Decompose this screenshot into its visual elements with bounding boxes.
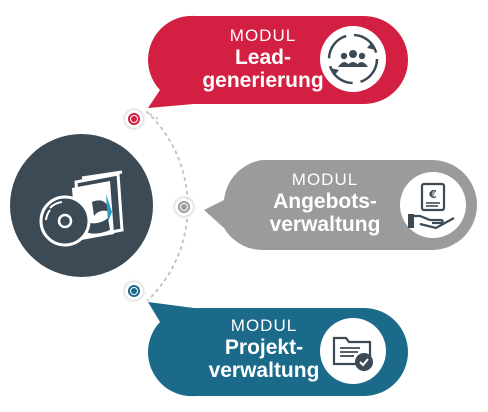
module-title-line2: generierung xyxy=(202,69,324,92)
connector-dot-blue xyxy=(125,282,143,300)
module-title-line1: Projekt- xyxy=(224,336,304,359)
module-tag: MODUL xyxy=(291,170,359,189)
connector-dot-grey xyxy=(175,198,193,216)
module-tag: MODUL xyxy=(230,316,298,335)
module-card-leadgenerierung[interactable]: MODUL Lead- generierung xyxy=(142,14,412,110)
project-folder-icon xyxy=(320,318,386,384)
team-cycle-icon xyxy=(320,26,386,92)
module-title-line1: Lead- xyxy=(234,46,291,69)
module-card-angebotsverwaltung[interactable]: MODUL Angebots- verwaltung € xyxy=(200,158,480,254)
module-tag: MODUL xyxy=(229,26,297,45)
connector-dot-red xyxy=(125,110,143,128)
module-card-projektverwaltung[interactable]: MODUL Projekt- verwaltung xyxy=(142,300,412,398)
module-title-line2: verwaltung xyxy=(269,213,381,236)
central-product-circle xyxy=(10,134,153,277)
module-title-line1: Angebots- xyxy=(273,190,377,213)
svg-text:€: € xyxy=(428,188,437,201)
software-box-icon xyxy=(39,170,124,247)
module-title-line2: verwaltung xyxy=(208,359,320,382)
offer-hand-icon: € xyxy=(400,172,466,238)
